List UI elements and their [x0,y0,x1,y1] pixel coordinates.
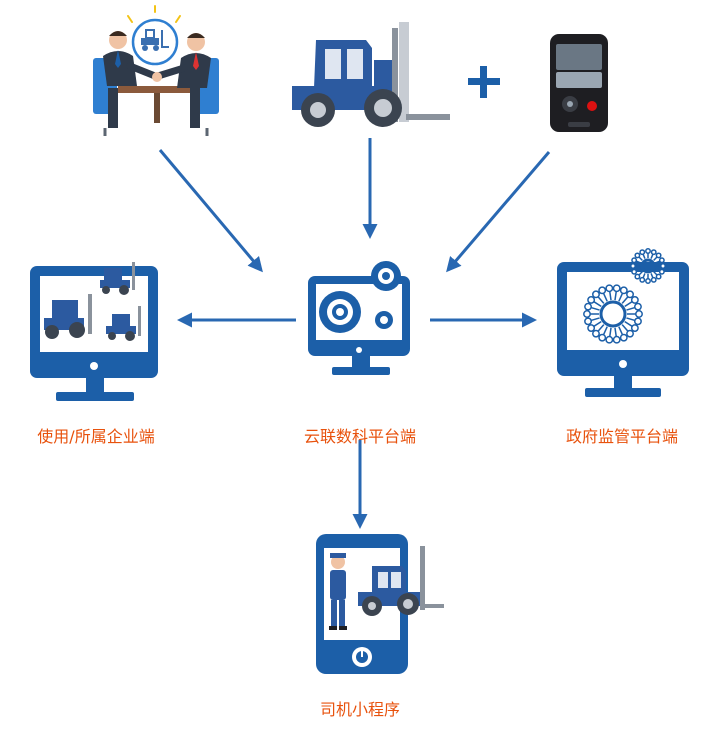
government-monitor [557,248,689,397]
tablet-forklift-icon [358,546,444,616]
handshake-icon [93,5,219,136]
arrow-device-to-platform [446,151,551,273]
label-cloud-platform: 云联数科平台端 [303,427,416,446]
label-enterprise: 使用/所属企业端 [37,427,155,446]
gears-icon [319,261,401,333]
forklift-icon [292,22,450,127]
cloud-platform-monitor [308,261,410,375]
handheld-terminal-icon [550,34,608,132]
plus-icon [468,66,500,98]
radial-dots-icon [583,248,666,344]
enterprise-monitor [30,262,158,401]
label-driver-app: 司机小程序 [319,700,400,719]
arrow-handshake-to-platform [158,149,263,273]
driver-figure-icon [329,553,347,630]
label-government: 政府监管平台端 [565,427,678,446]
driver-tablet [316,534,444,674]
flow-arrows [158,138,551,529]
